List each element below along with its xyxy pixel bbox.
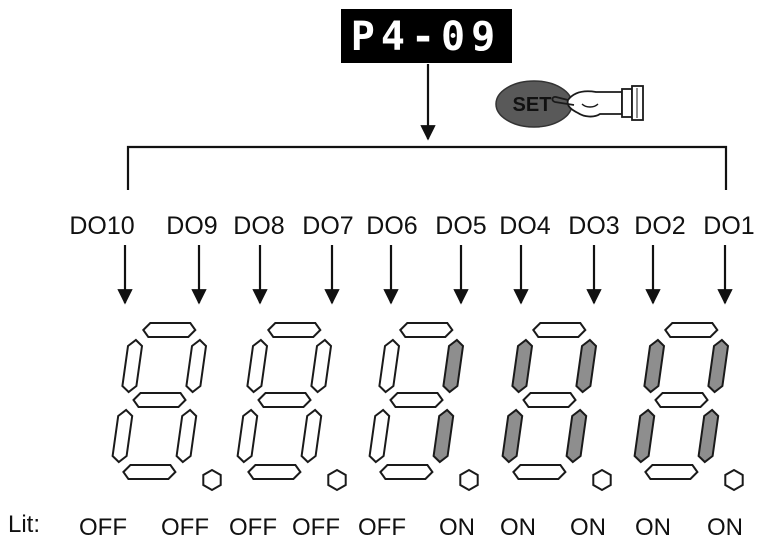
decimal-point [592,468,612,492]
digit [501,322,612,492]
segment-b [310,338,333,394]
digit [236,322,347,492]
segment-b [185,338,208,394]
state-do9: OFF [161,514,209,541]
segment-e [501,408,524,464]
output-label-do1: DO1 [703,212,754,240]
state-do8: OFF [229,514,277,541]
output-arrows [117,245,733,305]
state-do6: OFF [358,514,406,541]
segment-b [575,338,598,394]
segment-f [378,338,401,394]
decimal-point [202,468,222,492]
output-label-do8: DO8 [233,212,284,240]
parameter-display-background [341,9,512,63]
output-label-do10: DO10 [69,212,134,240]
decimal-point [724,468,744,492]
segment-d [247,464,302,480]
segment-e [368,408,391,464]
state-do3: ON [570,514,606,541]
output-label-do9: DO9 [166,212,217,240]
pointing-hand-icon [551,85,644,121]
segment-b [442,338,465,394]
segment-f [246,338,269,394]
output-label-do7: DO7 [302,212,353,240]
set-key-label: SET [513,94,552,116]
segment-a [531,322,587,338]
decimal-point [327,468,347,492]
state-do2: ON [635,514,671,541]
segment-e [111,408,134,464]
segment-g [257,392,312,408]
segment-e [633,408,656,464]
segment-f [121,338,144,394]
output-bracket [126,145,728,190]
state-do5: ON [439,514,475,541]
output-labels: DO10 DO9 DO8 DO7 DO6 DO5 DO4 DO3 DO2 DO1 [69,212,754,240]
parameter-code: P4-09 [351,14,501,60]
set-key[interactable]: SET [495,80,573,128]
state-do7: OFF [292,514,340,541]
segment-c [565,408,588,464]
parameter-display: P4-09 [341,9,512,63]
decimal-point [459,468,479,492]
output-label-do5: DO5 [435,212,486,240]
segment-d [122,464,177,480]
segment-a [398,322,454,338]
segment-c [432,408,455,464]
segment-a [141,322,197,338]
state-do10: OFF [79,514,127,541]
lit-row: Lit: OFF OFF OFF OFF OFF ON ON ON ON ON [8,511,743,541]
segment-g [389,392,444,408]
state-do1: ON [707,514,743,541]
segment-g [132,392,187,408]
segment-c [175,408,198,464]
seven-segment-display [111,322,744,492]
segment-a [663,322,719,338]
segment-g [654,392,709,408]
lit-label: Lit: [8,511,40,538]
segment-g [522,392,577,408]
output-label-do6: DO6 [366,212,417,240]
segment-e [236,408,259,464]
segment-d [644,464,699,480]
state-do4: ON [500,514,536,541]
segment-f [511,338,534,394]
digit [111,322,222,492]
output-label-do2: DO2 [634,212,685,240]
digit [368,322,479,492]
segment-f [643,338,666,394]
segment-a [266,322,322,338]
segment-c [697,408,720,464]
digit [633,322,744,492]
output-label-do4: DO4 [499,212,551,240]
segment-d [512,464,567,480]
output-label-do3: DO3 [568,212,619,240]
segment-c [300,408,323,464]
segment-d [379,464,434,480]
segment-b [707,338,730,394]
